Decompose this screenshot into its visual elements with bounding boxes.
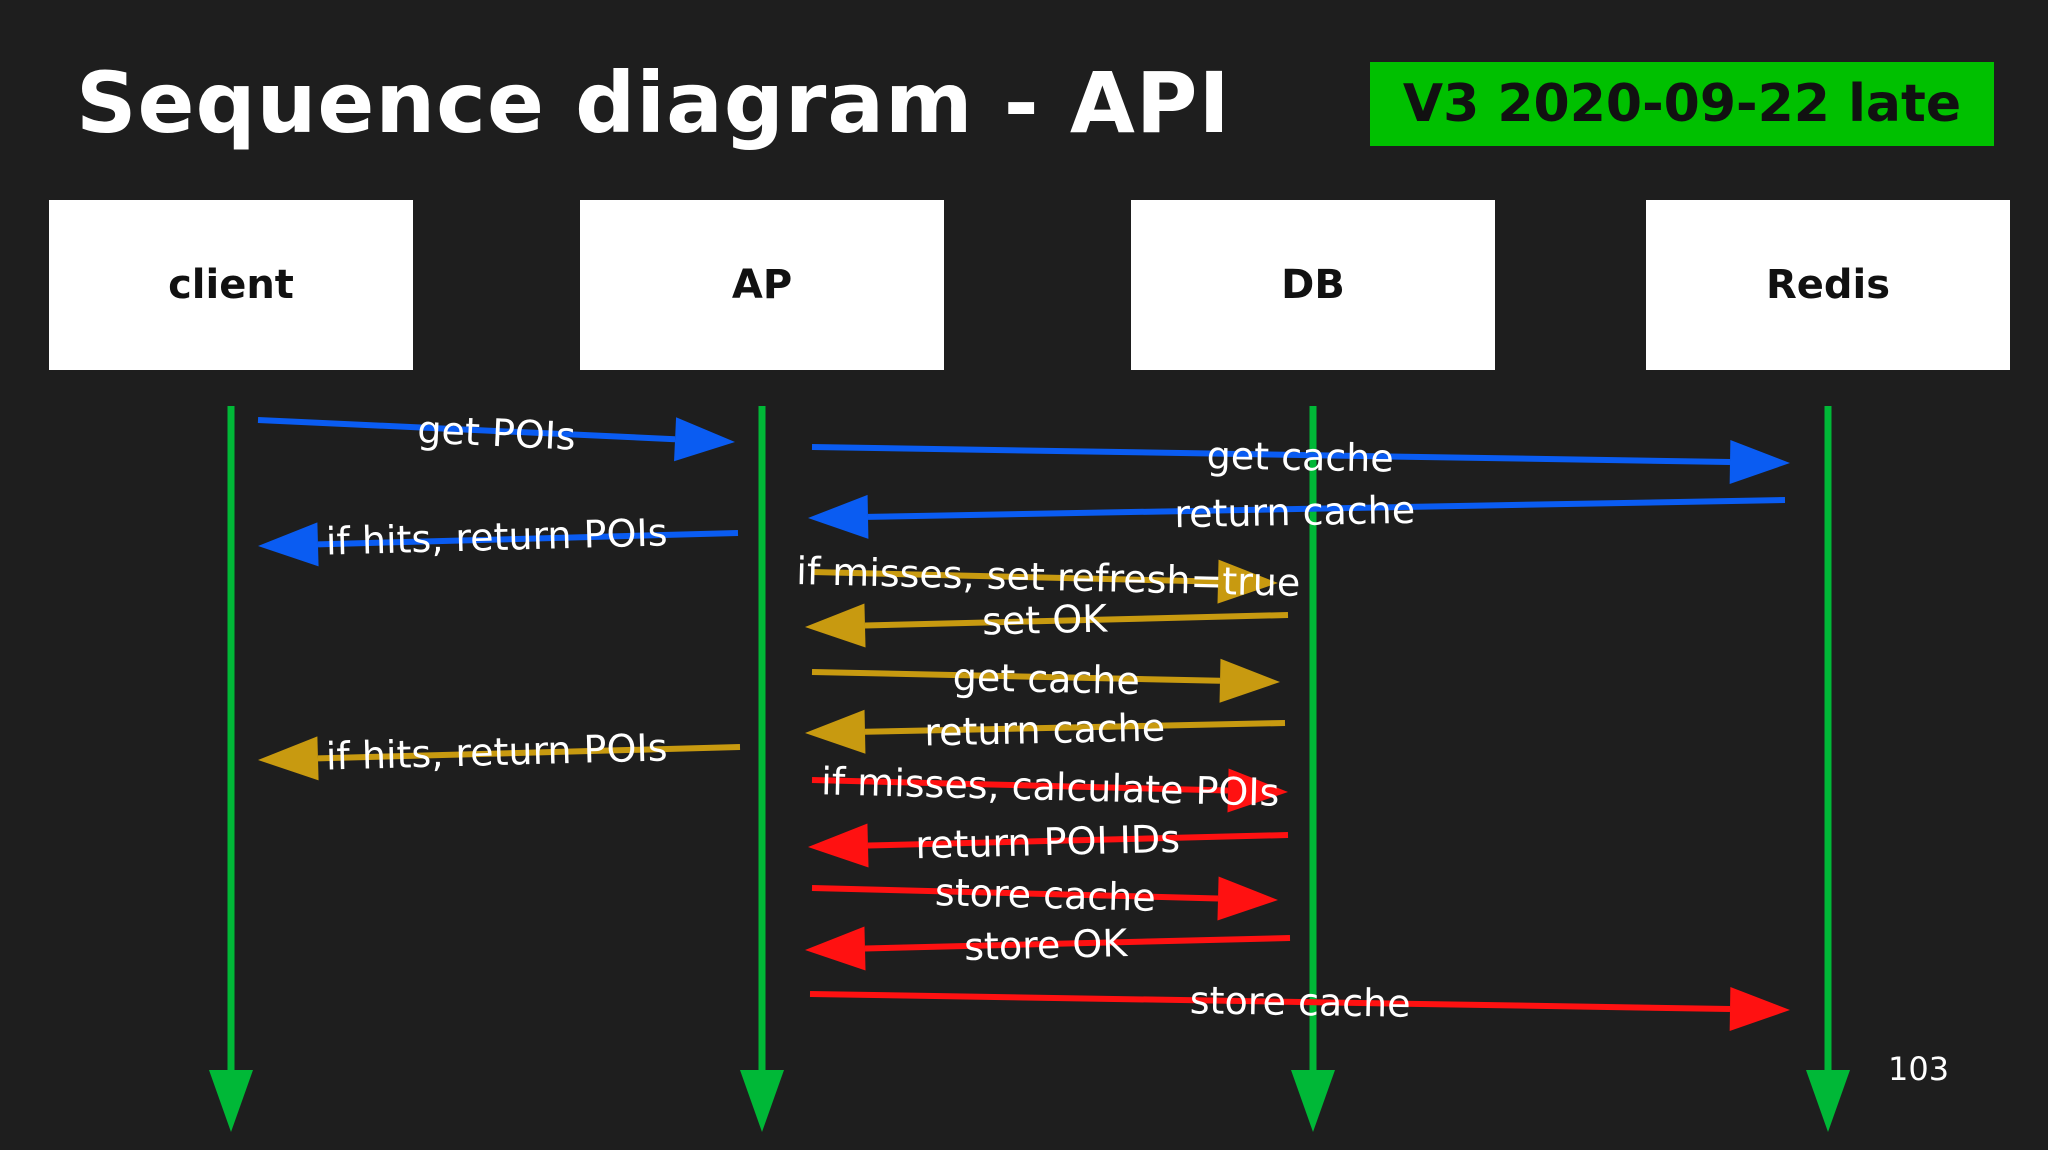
message-1-arrowhead	[674, 417, 735, 462]
message-14-arrowhead	[1729, 987, 1790, 1032]
participant-redis: Redis	[1646, 200, 2010, 370]
lifeline-client	[209, 406, 253, 1132]
message-6-line	[864, 612, 1289, 629]
lifeline-db-arrowhead	[1291, 1070, 1335, 1132]
message-3: return cache	[808, 488, 1786, 539]
message-8-label: return cache	[924, 706, 1166, 755]
message-4-line	[317, 530, 739, 548]
lifeline-ap-arrowhead	[740, 1070, 784, 1132]
page-number: 103	[1888, 1050, 1950, 1088]
participant-db: DB	[1131, 200, 1495, 370]
message-13-label: store OK	[964, 921, 1129, 969]
participant-client: client	[49, 200, 413, 370]
message-10: if misses, calculate POIs	[811, 759, 1288, 815]
slide-title: Sequence diagram - API	[76, 54, 1231, 152]
message-10-line	[811, 777, 1229, 794]
lifeline-redis	[1806, 406, 1850, 1132]
message-10-label: if misses, calculate POIs	[821, 759, 1280, 815]
message-4-arrowhead	[258, 522, 319, 567]
message-2-line	[811, 444, 1731, 466]
message-7-line	[811, 669, 1221, 684]
message-5-arrowhead	[1217, 559, 1278, 604]
message-6: set OK	[805, 596, 1289, 648]
message-9-line	[317, 744, 741, 762]
message-14-line	[809, 991, 1731, 1013]
message-6-arrowhead	[805, 603, 866, 648]
message-8-line	[864, 720, 1286, 735]
message-4: if hits, return POIs	[258, 510, 739, 567]
lifeline-ap	[740, 406, 784, 1132]
message-12-arrowhead	[1217, 876, 1278, 921]
message-13-arrowhead	[805, 926, 866, 971]
message-12-line	[811, 885, 1219, 902]
lifeline-client-arrowhead	[209, 1070, 253, 1132]
message-8: return cache	[805, 706, 1286, 755]
message-3-line	[867, 497, 1786, 520]
message-5-line	[811, 569, 1219, 585]
message-14: store cache	[809, 978, 1790, 1032]
message-9-label: if hits, return POIs	[325, 725, 668, 778]
message-11-line	[867, 832, 1289, 849]
message-12-label: store cache	[934, 870, 1156, 920]
message-7: get cache	[811, 655, 1280, 703]
message-5: if misses, set refresh=true	[796, 549, 1301, 605]
message-11-label: return POI IDs	[915, 817, 1181, 868]
message-1-line	[257, 417, 676, 443]
message-1: get POIs	[257, 407, 735, 462]
message-8-arrowhead	[805, 709, 866, 754]
message-3-label: return cache	[1174, 488, 1416, 536]
message-5-label: if misses, set refresh=true	[796, 549, 1301, 605]
message-2: get cache	[811, 433, 1790, 485]
message-1-label: get POIs	[417, 407, 577, 458]
message-4-label: if hits, return POIs	[325, 510, 668, 563]
message-7-arrowhead	[1219, 658, 1280, 703]
message-6-label: set OK	[982, 596, 1109, 643]
version-badge: V3 2020-09-22 late	[1370, 62, 1994, 146]
lifeline-redis-arrowhead	[1806, 1070, 1850, 1132]
message-11-arrowhead	[808, 823, 869, 868]
participant-ap: AP	[580, 200, 944, 370]
message-12: store cache	[811, 870, 1278, 921]
message-9: if hits, return POIs	[258, 725, 741, 781]
message-3-arrowhead	[808, 494, 869, 539]
lifeline-db	[1291, 406, 1335, 1132]
message-10-arrowhead	[1227, 768, 1288, 813]
message-14-label: store cache	[1190, 978, 1411, 1026]
message-7-label: get cache	[952, 655, 1140, 703]
message-2-label: get cache	[1206, 433, 1394, 480]
message-11: return POI IDs	[808, 817, 1289, 868]
message-9-arrowhead	[258, 736, 319, 781]
message-2-arrowhead	[1729, 440, 1790, 485]
message-13: store OK	[805, 921, 1291, 971]
message-13-line	[864, 935, 1291, 952]
